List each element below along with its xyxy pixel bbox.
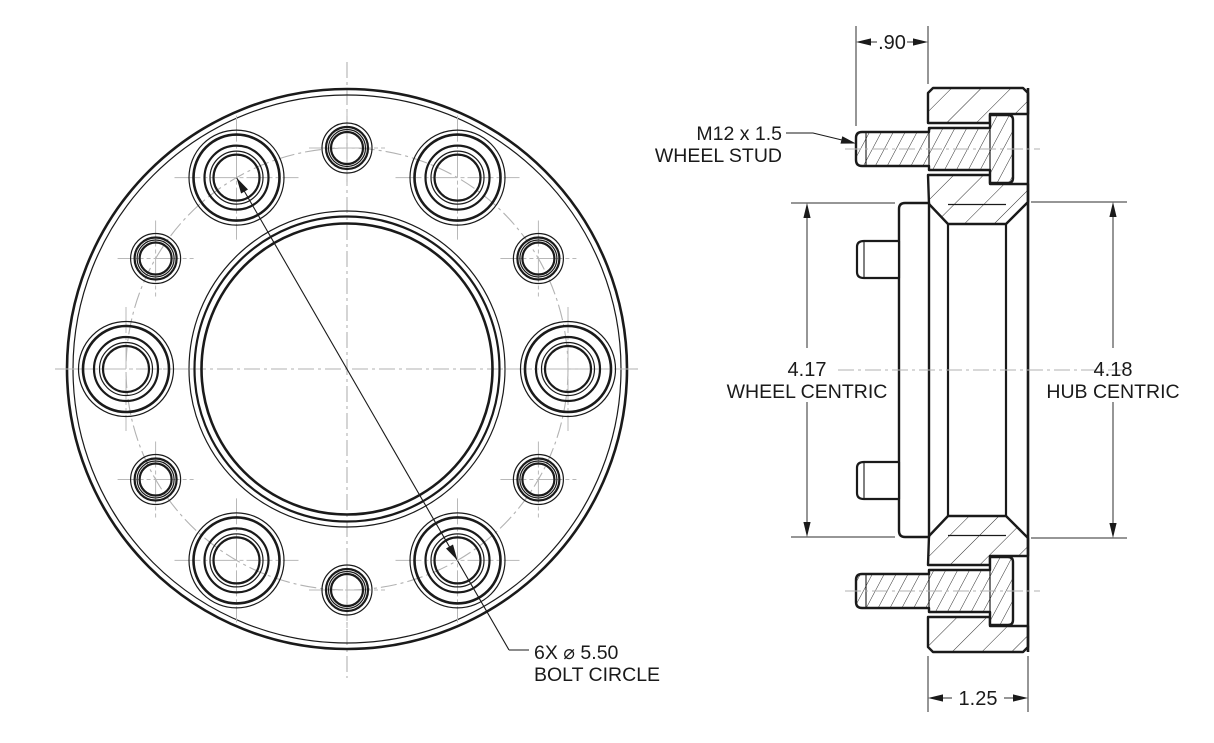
hub-centric-label: HUB CENTRIC: [1046, 381, 1179, 403]
dimension-arrow: [856, 38, 871, 46]
dim-thickness-value: 1.25: [959, 688, 998, 710]
dim-protrusion-value: .90: [878, 32, 906, 54]
dimension-arrow: [803, 522, 811, 537]
dimension-arrow: [913, 38, 928, 46]
leader-arrow: [840, 136, 856, 144]
dim-wheel-centric: 4.17 WHEEL CENTRIC: [727, 202, 895, 538]
hub-centric-value: 4.18: [1094, 359, 1133, 381]
dim-thickness: 1.25: [927, 656, 1029, 712]
stud-callout: M12 x 1.5 WHEEL STUD: [655, 123, 856, 167]
dimension-arrow: [803, 203, 811, 218]
dimension-arrow: [1013, 694, 1028, 702]
dimension-arrow: [1109, 202, 1117, 217]
dim-hub-centric: 4.18 HUB CENTRIC: [1031, 201, 1180, 539]
dimension-arrow: [928, 694, 943, 702]
center-bore: [188, 210, 506, 528]
dimension-arrow: [1109, 523, 1117, 538]
wheel-centric-value: 4.17: [788, 359, 827, 381]
bolt-circle-note-line2: BOLT CIRCLE: [534, 664, 660, 686]
stud-note-line2: WHEEL STUD: [655, 145, 782, 167]
side-view: .90 1.25 4.17 WHEEL CENTRIC: [655, 26, 1180, 712]
dimension-arrow: [236, 177, 248, 194]
stud-note-line1: M12 x 1.5: [696, 123, 782, 145]
wheel-centric-label: WHEEL CENTRIC: [727, 381, 888, 403]
bolt-circle-dimension: [236, 177, 529, 651]
dimension-arrow: [446, 544, 458, 561]
side-centerlines: [838, 148, 1126, 592]
stud-stubs: [855, 239, 901, 501]
dim-stud-protrusion: .90: [855, 26, 929, 126]
front-view: 6X ⌀ 5.50 BOLT CIRCLE: [55, 62, 660, 686]
bolt-circle-note-line1: 6X ⌀ 5.50: [534, 642, 619, 664]
